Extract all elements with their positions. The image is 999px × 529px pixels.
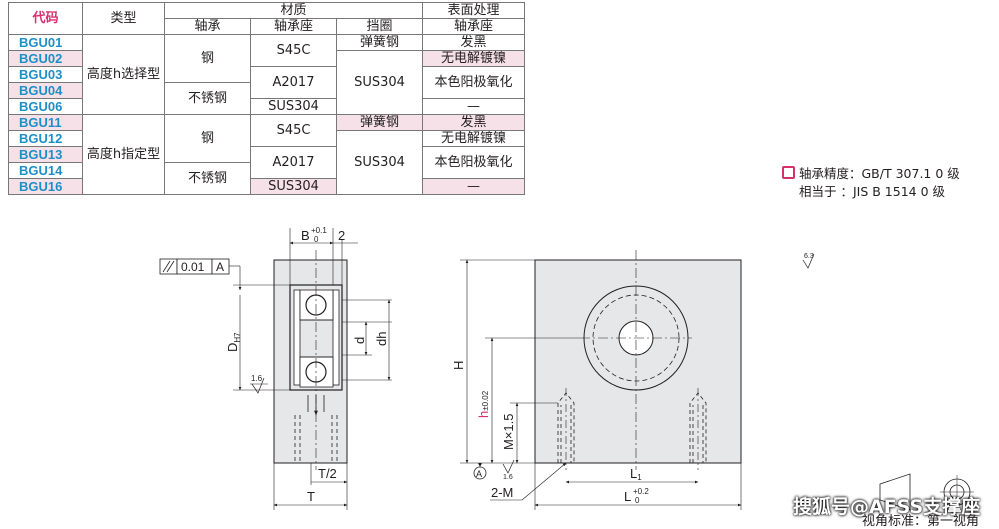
datum-a-label: A — [476, 469, 482, 479]
row-code: BGU06 — [8, 98, 83, 115]
housing-cell: SUS304 — [250, 178, 337, 195]
tolerance-value: 0.01 — [181, 260, 205, 274]
roughness-left: 1.6 — [251, 374, 263, 383]
dim-d: d — [352, 337, 367, 344]
precision-note: 轴承精度：GB/T 307.1 0 级 相当于 ：JIS B 1514 0 级 — [782, 165, 960, 201]
surface-cell: — — [422, 178, 525, 195]
surface-cell: 发黑 — [422, 114, 525, 131]
dim-2: 2 — [338, 228, 345, 243]
front-view: H h±0.02 M×1.5 A 1.6 L1 L +0.2 0 2-M — [451, 250, 742, 510]
dim-h-big: H — [451, 361, 466, 370]
roughness-top: 6.3 — [804, 253, 814, 260]
row-code: BGU04 — [8, 82, 83, 99]
retainer-cell: 弹簧钢 — [336, 114, 423, 131]
note-line-2: 相当于 ：JIS B 1514 0 级 — [799, 184, 946, 199]
roughness-icon — [502, 459, 515, 474]
tolerance-datum: A — [216, 260, 224, 274]
side-view: B +0.1 0 2 0.01 A DH7 1.6 d dh — [159, 226, 392, 510]
dim-l-tol-upper: +0.2 — [633, 487, 649, 496]
projection-symbol-icon — [879, 473, 974, 511]
header-housing: 轴承座 — [250, 18, 337, 35]
housing-cell: A2017 — [250, 146, 337, 179]
view-standard-note: 视角标准：第一视角 — [862, 514, 980, 529]
surface-cell: 本色阳极氧化 — [422, 146, 525, 179]
roughness-bottom: 1.6 — [503, 474, 513, 481]
row-code: BGU16 — [8, 178, 83, 195]
watermark: 搜狐号@AFSS支撑座 — [793, 496, 981, 518]
bearing-cell: 不锈钢 — [164, 82, 251, 115]
dim-b: B — [301, 228, 310, 243]
bearing-cell: 钢 — [164, 114, 251, 163]
dim-t-half: T/2 — [318, 466, 337, 481]
dim-l: L — [624, 489, 631, 504]
row-code: BGU11 — [8, 114, 83, 131]
dim-d-h7: DH7 — [225, 332, 242, 352]
row-code: BGU14 — [8, 162, 83, 179]
dim-m-thread: M×1.5 — [501, 414, 516, 451]
header-bearing: 轴承 — [164, 18, 251, 35]
roughness-icon — [251, 377, 265, 394]
roughness-icon — [802, 253, 815, 269]
dim-h-small: h±0.02 — [476, 390, 491, 418]
row-code: BGU01 — [8, 34, 83, 51]
square-marker-icon — [782, 166, 795, 179]
spec-table: 代码 类型 材质 表面处理 轴承 轴承座 挡圈 轴承座 BGU01 高度h选择型… — [8, 2, 525, 195]
retainer-cell: SUS304 — [336, 130, 423, 195]
dim-l-tol-lower: 0 — [635, 496, 640, 505]
bearing-cell: 不锈钢 — [164, 162, 251, 195]
dim-t: T — [307, 489, 315, 504]
dim-l1: L1 — [630, 466, 642, 482]
label-2m: 2-M — [491, 485, 513, 500]
header-code: 代码 — [8, 2, 83, 35]
dim-b-tol-lower: 0 — [314, 235, 319, 244]
type-cell: 高度h指定型 — [82, 114, 165, 195]
parallelism-icon — [162, 260, 171, 273]
surface-cell: 本色阳极氧化 — [422, 66, 525, 99]
header-surface: 表面处理 — [422, 2, 525, 19]
housing-cell: S45C — [250, 34, 337, 67]
housing-cell: S45C — [250, 114, 337, 147]
dim-dh: dh — [374, 332, 389, 346]
row-code: BGU13 — [8, 146, 83, 163]
retainer-cell: 弹簧钢 — [336, 34, 423, 51]
dim-b-tol-upper: +0.1 — [311, 226, 327, 235]
note-line-1: 轴承精度：GB/T 307.1 0 级 — [799, 166, 960, 181]
bearing-cell: 钢 — [164, 34, 251, 83]
